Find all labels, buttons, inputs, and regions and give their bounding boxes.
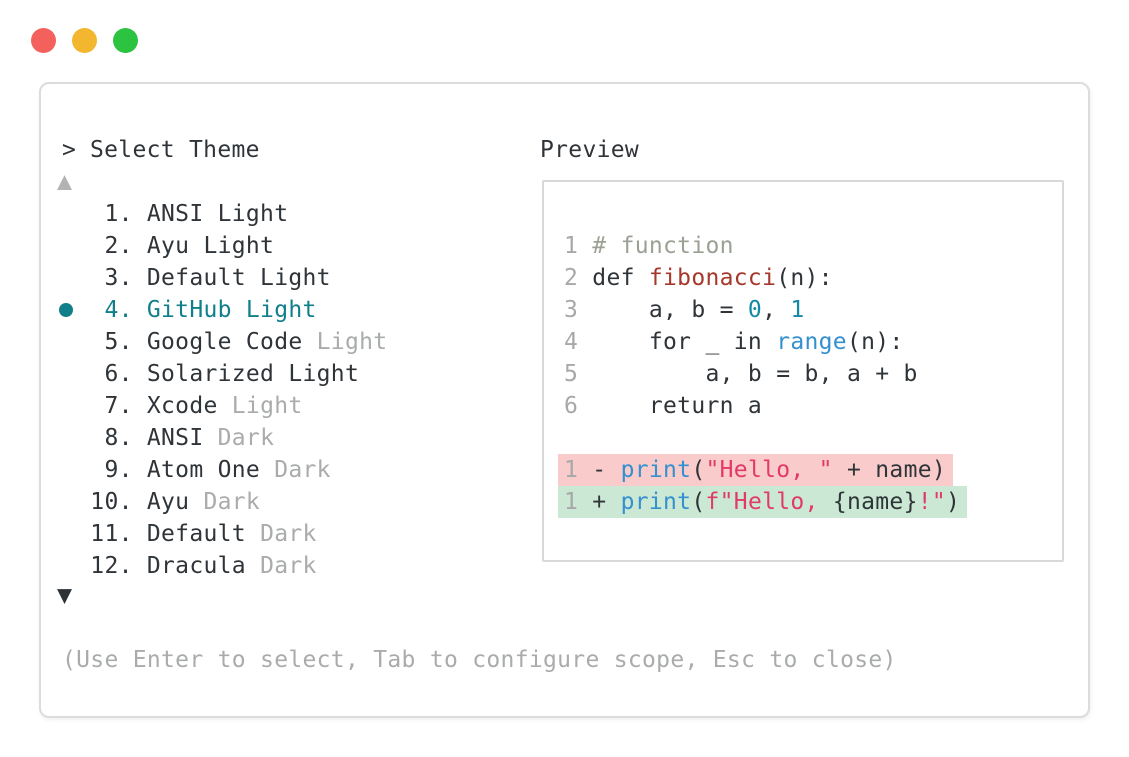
code-token-plain: return a [592, 393, 763, 419]
code-token-plain: def [592, 265, 649, 291]
theme-item-variant-label: Light [217, 393, 303, 419]
code-token-line-number: 6 [564, 393, 593, 419]
diff-added-highlight: 1 + print(f"Hello, {name}!") [558, 486, 968, 518]
theme-list-item-ayu[interactable]: 10. Ayu Dark [62, 486, 387, 518]
code-line: 6 return a [564, 390, 967, 422]
code-token-plain: + [592, 489, 621, 515]
diff-removed-line: 1 - print("Hello, " + name) [558, 454, 967, 486]
theme-list-item-ansi-light[interactable]: 1. ANSI Light [62, 198, 387, 230]
diff-added-line: 1 + print(f"Hello, {name}!") [558, 486, 968, 518]
code-token-plain: + name) [832, 457, 947, 483]
code-token-line-number: 3 [564, 297, 593, 323]
code-token-line-number: 2 [564, 265, 593, 291]
code-token-plain: - [592, 457, 621, 483]
code-token-plain: (n): [846, 329, 904, 355]
theme-list-item-xcode[interactable]: 7. Xcode Light [62, 390, 387, 422]
theme-item-variant-label: Dark [245, 553, 317, 579]
code-token-plain: ( [691, 489, 706, 515]
code-line: 4 for _ in range(n): [564, 326, 967, 358]
theme-list-item-ansi[interactable]: 8. ANSI Dark [62, 422, 387, 454]
code-token-plain: for _ in [592, 329, 777, 355]
theme-list-item-dracula[interactable]: 12. Dracula Dark [62, 550, 387, 582]
code-token-plain: a, b = [592, 297, 748, 323]
theme-list-item-atom-one[interactable]: 9. Atom One Dark [62, 454, 387, 486]
code-token-string: "Hello, " [705, 457, 833, 483]
theme-list-item-default-light[interactable]: 3. Default Light [62, 262, 387, 294]
theme-list: 1. ANSI Light 2. Ayu Light 3. Default Li… [59, 198, 387, 582]
theme-item-label: 10. Ayu [62, 489, 190, 515]
close-window-button[interactable] [31, 28, 56, 53]
theme-item-label: 6. Solarized Light [62, 361, 360, 387]
code-token-function-name: fibonacci [648, 265, 777, 291]
code-line: 5 a, b = b, a + b [564, 358, 967, 390]
theme-item-label: 12. Dracula [62, 553, 246, 579]
theme-item-label: 11. Default [62, 521, 246, 547]
theme-item-label: 7. Xcode [62, 393, 218, 419]
theme-item-variant-label: Dark [245, 521, 317, 547]
theme-list-item-github-light[interactable]: 4. GitHub Light [59, 294, 387, 326]
prompt-title: > Select Theme [62, 134, 260, 166]
diff-removed-highlight: 1 - print("Hello, " + name) [558, 454, 954, 486]
code-line [564, 422, 967, 454]
prompt-label: Select Theme [90, 137, 260, 163]
code-token-plain: ( [691, 457, 706, 483]
code-token-string: f"Hello, [705, 489, 833, 515]
theme-item-variant-label: Dark [203, 425, 275, 451]
code-token-line-number: 1 [564, 489, 593, 515]
zoom-window-button[interactable] [113, 28, 138, 53]
code-token-plain: a, b = b, a + b [592, 361, 918, 387]
scroll-down-icon: ▼ [57, 580, 73, 609]
theme-item-variant-label: Dark [189, 489, 261, 515]
code-token-plain: ) [946, 489, 961, 515]
preview-heading: Preview [540, 137, 640, 163]
minimize-window-button[interactable] [72, 28, 97, 53]
code-token-plain: {name} [832, 489, 918, 515]
scroll-up-icon: ▲ [57, 166, 73, 195]
theme-item-variant-label: Dark [260, 457, 331, 483]
keyboard-hint: (Use Enter to select, Tab to configure s… [62, 647, 897, 673]
code-token-line-number: 5 [564, 361, 593, 387]
theme-item-label: 3. Default Light [62, 265, 331, 291]
code-token-line-number: 4 [564, 329, 593, 355]
code-token-plain: (n): [776, 265, 833, 291]
theme-item-label: 8. ANSI [62, 425, 204, 451]
code-token-string: !" [917, 489, 947, 515]
code-line: 3 a, b = 0, 1 [564, 294, 967, 326]
code-token-number: 0 [747, 297, 763, 323]
theme-picker-window: > Select Theme Preview ▲ 1. ANSI Light 2.… [39, 82, 1090, 718]
theme-item-label: 4. GitHub Light [62, 297, 317, 323]
theme-item-label: 2. Ayu Light [62, 233, 275, 259]
code-token-comment: # function [592, 233, 734, 259]
theme-item-label: 5. Google Code [62, 329, 303, 355]
code-token-line-number: 1 [564, 233, 593, 259]
theme-list-item-solarized-light[interactable]: 6. Solarized Light [62, 358, 387, 390]
code-token-builtin: range [776, 329, 847, 355]
theme-item-label: 9. Atom One [62, 457, 261, 483]
code-token-builtin: print [620, 489, 692, 515]
theme-list-item-ayu-light[interactable]: 2. Ayu Light [62, 230, 387, 262]
code-line: 1 # function [564, 230, 967, 262]
theme-item-variant-label: Light [302, 329, 388, 355]
theme-list-item-google-code[interactable]: 5. Google Code Light [62, 326, 387, 358]
theme-list-item-default[interactable]: 11. Default Dark [62, 518, 387, 550]
code-token-number: 1 [790, 297, 805, 323]
code-token-builtin: print [620, 457, 692, 483]
code-line: 2 def fibonacci(n): [564, 262, 967, 294]
code-token-plain: , [762, 297, 791, 323]
code-token-line-number: 1 [564, 457, 593, 483]
selected-item-bullet-icon [59, 303, 73, 317]
prompt-caret-icon: > [62, 137, 77, 163]
theme-item-label: 1. ANSI Light [62, 201, 289, 227]
